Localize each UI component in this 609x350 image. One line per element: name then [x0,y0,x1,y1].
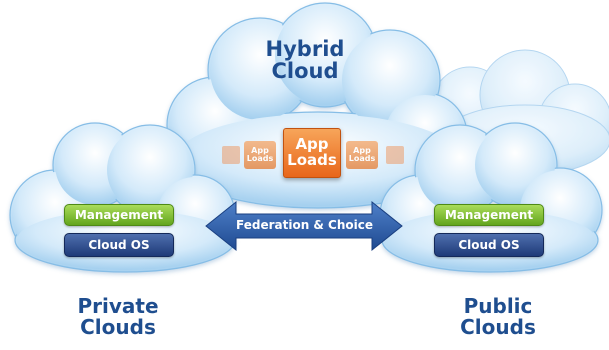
private-cloud-os-bar: Cloud OS [64,233,174,257]
app-loads-box-main: App Loads [283,128,341,178]
private-cloud-os-label: Cloud OS [88,238,150,252]
public-clouds-caption: Public Clouds [460,294,536,339]
hybrid-cloud-title: Hybrid Cloud [245,38,365,82]
hybrid-title-line1: Hybrid [265,37,345,61]
public-management-label: Management [444,208,534,222]
private-management-bar: Management [64,204,174,226]
public-cloud-os-label: Cloud OS [458,238,520,252]
app-loads-box-right: App Loads [346,141,378,169]
public-management-bar: Management [434,204,544,226]
private-clouds-caption: Private Clouds [77,294,159,339]
federation-label: Federation & Choice [236,218,374,232]
public-cloud-os-bar: Cloud OS [434,233,544,257]
app-loads-ghost-right [386,146,404,164]
private-management-label: Management [74,208,164,222]
federation-arrow [205,200,403,252]
app-loads-box-left: App Loads [244,141,276,169]
app-loads-ghost-left [222,146,240,164]
hybrid-title-line2: Cloud [271,59,339,84]
